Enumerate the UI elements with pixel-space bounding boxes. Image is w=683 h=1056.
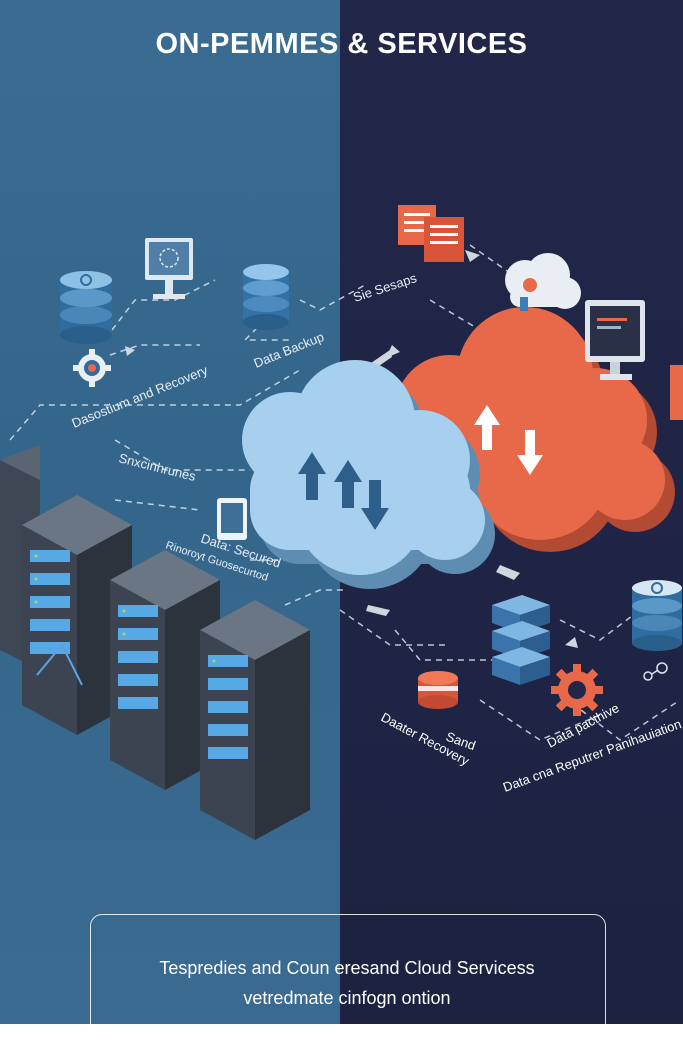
document-icon: [670, 365, 683, 420]
arrow-icon: [125, 346, 135, 356]
label-site-sesaps: Sie Sesaps: [351, 270, 419, 305]
down-arrow-icon: [361, 480, 389, 530]
up-arrow-icon: [298, 452, 326, 500]
document-icon: [398, 205, 464, 262]
connector-lines: [9, 244, 681, 741]
up-arrow-icon: [474, 405, 500, 450]
cloud-orange: [395, 307, 675, 552]
arrow-icon: [386, 345, 400, 358]
storage-drum-icon: [418, 671, 458, 709]
architecture-diagram: Sie Sesaps Data Backup Dasostium and Rec…: [0, 205, 683, 840]
server-rack: [200, 600, 310, 840]
caption-line-1: Tespredies and Coun eresand Cloud Servic…: [159, 958, 535, 978]
page-title: ON-PEMMES & SERVICES: [155, 28, 528, 60]
cloud-user-icon: [505, 253, 581, 311]
gear-icon: [73, 349, 111, 387]
caption-line-2: vetredmate cinfogn ontion: [243, 988, 451, 1008]
label-data-backup: Data Backup: [252, 329, 327, 371]
monitor-icon: [585, 300, 645, 380]
arrow-icon: [366, 605, 390, 616]
gear-icon: [551, 664, 603, 716]
caption-box: [90, 914, 606, 1056]
down-arrow-icon: [517, 430, 543, 475]
arrow-icon: [496, 565, 520, 580]
database-icon: [60, 271, 112, 344]
database-icon: [243, 264, 289, 330]
server-rack-group: [0, 445, 310, 840]
server-stack-icon: [492, 595, 550, 685]
network-node-icon: [643, 662, 668, 681]
database-icon: [632, 580, 682, 651]
label-synchronization: Snxcinhrunes: [117, 450, 198, 484]
cloud-blue: [242, 360, 495, 589]
monitor-icon: [145, 238, 193, 299]
arrow-icon: [465, 250, 480, 262]
arrow-icon: [565, 637, 578, 648]
tablet-icon: [217, 498, 247, 540]
up-arrow-icon: [334, 460, 362, 508]
